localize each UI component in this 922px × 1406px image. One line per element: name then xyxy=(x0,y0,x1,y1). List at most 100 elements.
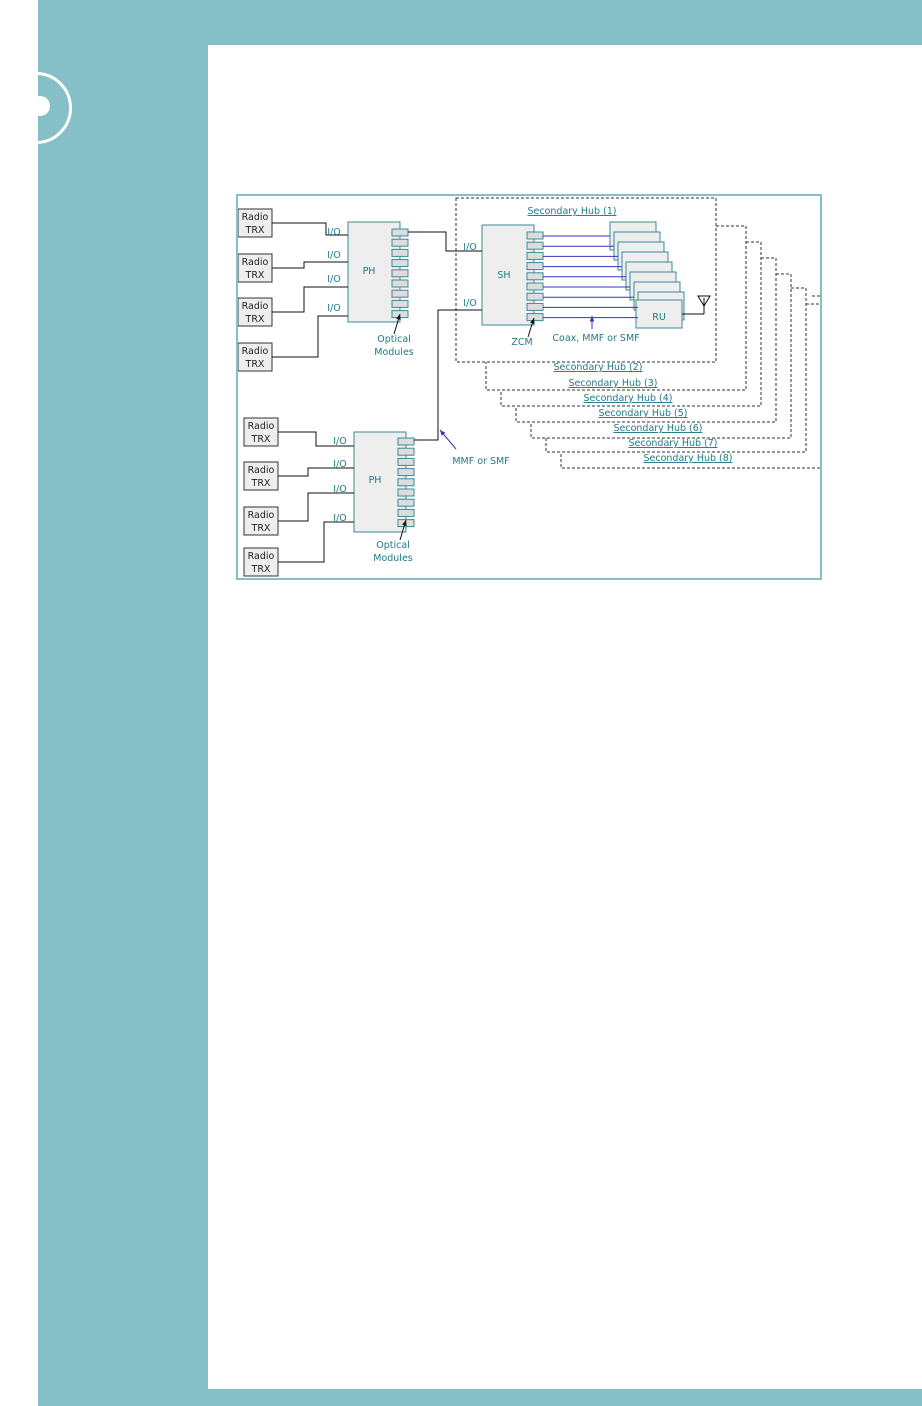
radio-label-2: Radio xyxy=(242,257,269,268)
ph1-io-link-2 xyxy=(272,261,348,269)
top-band xyxy=(38,0,922,45)
radio-trx-box-7 xyxy=(243,506,279,536)
secondary-hub-label-1: Secondary Hub (1) xyxy=(527,206,616,217)
secondary-hub-label-6: Secondary Hub (6) xyxy=(613,423,702,434)
primary-hub-1-box xyxy=(347,221,401,323)
ph2-optical-module-4 xyxy=(397,468,415,477)
radio-trx-box-3 xyxy=(238,297,273,327)
ph1-optical-module-4 xyxy=(391,259,409,268)
ph2-io-label-2: I/O xyxy=(333,459,346,470)
trx-label-1: TRX xyxy=(245,225,265,236)
ph2-optical-module-7 xyxy=(397,498,415,507)
ph2-io-label-3: I/O xyxy=(333,484,346,495)
antenna-icon xyxy=(697,295,711,307)
radio-label-4: Radio xyxy=(242,346,269,357)
ph2-optical-module-1 xyxy=(397,437,415,446)
ph2-optical-module-8 xyxy=(397,508,415,517)
radio-label-6: Radio xyxy=(248,465,275,476)
ph1-optical-module-5 xyxy=(391,269,409,278)
ph2-io-link-4 xyxy=(278,521,354,563)
radio-label-8: Radio xyxy=(248,551,275,562)
secondary-hub-box-label: SH xyxy=(497,270,510,281)
ph2-io-link-2 xyxy=(278,467,354,477)
radio-label-1: Radio xyxy=(242,212,269,223)
ph1-io-label-3: I/O xyxy=(327,274,340,285)
ph1-optical-module-7 xyxy=(391,289,409,298)
sh-io-label-1: I/O xyxy=(463,242,476,253)
zcm-label: ZCM xyxy=(511,337,532,348)
zcm-arrow-head xyxy=(530,318,535,324)
sh-zcm-module-5 xyxy=(526,272,544,281)
secondary-hub-label-4: Secondary Hub (4) xyxy=(583,393,672,404)
primary-hub-2-box xyxy=(353,431,407,533)
radio-trx-box-1 xyxy=(238,208,273,238)
ph2-optical-module-6 xyxy=(397,488,415,497)
ph2-to-sh-link xyxy=(414,309,482,441)
ph1-io-link-4 xyxy=(272,315,348,358)
ph1-optical-module-1 xyxy=(391,228,409,237)
ph2-optical-arrow-head xyxy=(402,520,407,526)
sh-zcm-module-9 xyxy=(526,313,544,322)
ph1-optical-module-6 xyxy=(391,279,409,288)
trx-label-6: TRX xyxy=(251,478,271,489)
ph2-optical-module-3 xyxy=(397,457,415,466)
trx-label-7: TRX xyxy=(251,523,271,534)
remote-unit-label: RU xyxy=(652,312,666,323)
radio-label-7: Radio xyxy=(248,510,275,521)
sh-zcm-module-6 xyxy=(526,282,544,291)
secondary-hub-box xyxy=(481,224,535,326)
ph1-io-label-1: I/O xyxy=(327,227,340,238)
sh-zcm-module-7 xyxy=(526,292,544,301)
coax-arrow-head xyxy=(589,316,595,322)
chapter-tab-ring xyxy=(38,72,72,144)
primary-hub-1-label: PH xyxy=(363,266,376,277)
ph2-optical-module-5 xyxy=(397,478,415,487)
sh-zcm-module-8 xyxy=(526,302,544,311)
secondary-hub-label-2: Secondary Hub (2) xyxy=(553,362,642,373)
ph1-optical-module-8 xyxy=(391,299,409,308)
trx-label-5: TRX xyxy=(251,434,271,445)
mmf-smf-label: MMF or SMF xyxy=(452,456,509,467)
sh-zcm-module-4 xyxy=(526,262,544,271)
trx-label-8: TRX xyxy=(251,564,271,575)
secondary-hub-label-3: Secondary Hub (3) xyxy=(568,378,657,389)
radio-trx-box-8 xyxy=(243,547,279,577)
secondary-hub-label-5: Secondary Hub (5) xyxy=(598,408,687,419)
sh-zcm-module-3 xyxy=(526,251,544,260)
ph2-io-link-3 xyxy=(278,492,354,522)
ph2-optical-module-2 xyxy=(397,447,415,456)
ph1-to-sh-link xyxy=(408,231,482,252)
ph2-optical-modules-label-1: Optical xyxy=(376,540,410,551)
ph2-io-label-4: I/O xyxy=(333,513,346,524)
radio-trx-box-2 xyxy=(238,253,273,283)
ph1-io-label-2: I/O xyxy=(327,250,340,261)
ph2-io-label-1: I/O xyxy=(333,436,346,447)
system-diagram-figure: Secondary Hub (1) Secondary Hub (2) Second… xyxy=(236,194,822,580)
ph1-io-link-1 xyxy=(272,222,348,236)
radio-trx-box-6 xyxy=(243,461,279,491)
ph2-io-link-1 xyxy=(278,431,354,447)
sh-io-label-2: I/O xyxy=(463,298,476,309)
radio-label-3: Radio xyxy=(242,301,269,312)
trx-label-3: TRX xyxy=(245,314,265,325)
system-diagram: Secondary Hub (1) Secondary Hub (2) Second… xyxy=(238,197,820,577)
mmf-smf-arrow-head xyxy=(440,430,446,436)
ph1-optical-modules-label-2: Modules xyxy=(374,347,414,358)
chapter-tab-dot xyxy=(38,96,50,116)
ph1-io-label-4: I/O xyxy=(327,303,340,314)
primary-hub-2-label: PH xyxy=(369,475,382,486)
ph1-optical-modules-label-1: Optical xyxy=(377,334,411,345)
ph1-optical-arrow-head xyxy=(396,314,401,320)
radio-label-5: Radio xyxy=(248,421,275,432)
remote-unit-front xyxy=(635,299,683,329)
radio-trx-box-5 xyxy=(243,417,279,447)
bottom-band xyxy=(38,1389,922,1406)
ph1-optical-module-2 xyxy=(391,238,409,247)
sh-zcm-module-1 xyxy=(526,231,544,240)
trx-label-4: TRX xyxy=(245,359,265,370)
secondary-hub-label-7: Secondary Hub (7) xyxy=(628,438,717,449)
ph2-optical-modules-label-2: Modules xyxy=(373,553,413,564)
ph1-optical-module-3 xyxy=(391,248,409,257)
secondary-hub-label-8: Secondary Hub (8) xyxy=(643,453,732,464)
